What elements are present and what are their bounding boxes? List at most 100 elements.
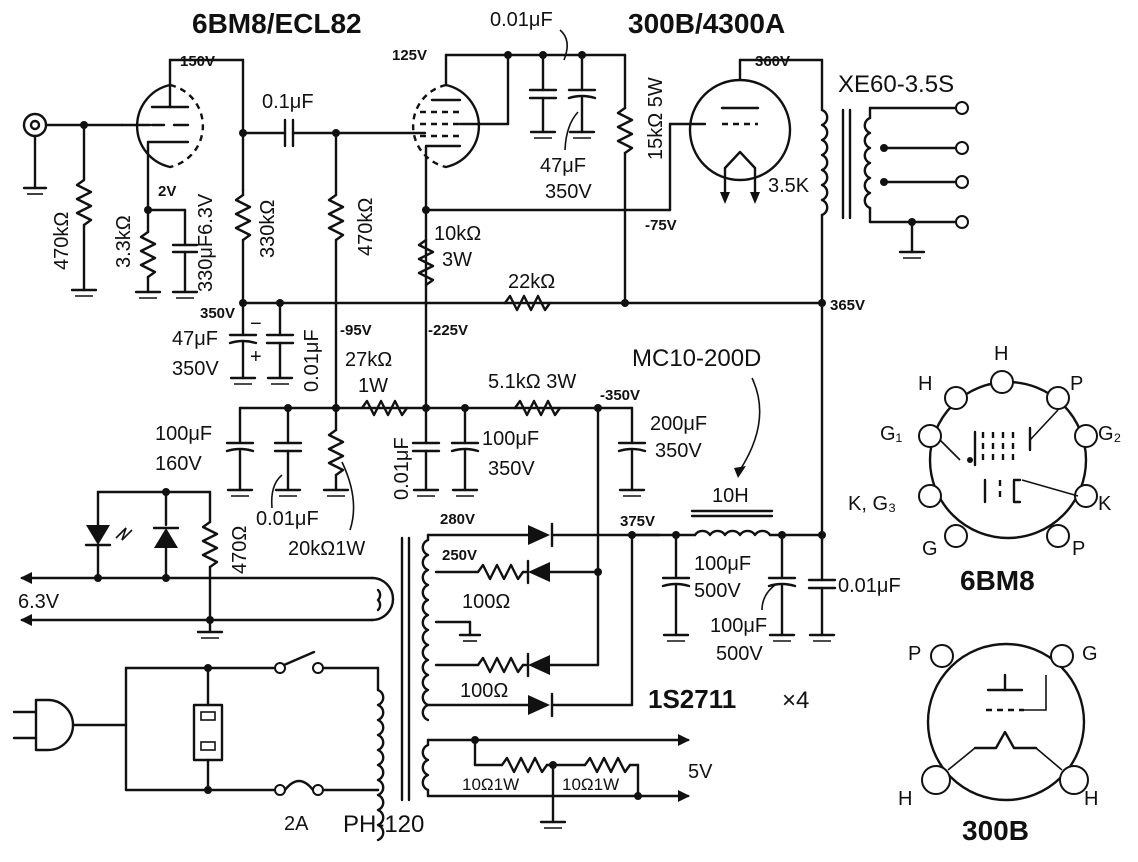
rectifier-diode-2 — [526, 559, 600, 585]
limit-resistor-b-value: 100Ω — [460, 680, 508, 702]
pin-p: P — [908, 643, 921, 665]
decoupling-electrolytic — [228, 301, 258, 385]
bias-cap-100-160-value: 100μF — [155, 423, 212, 445]
output-transformer-label: XE60-3.5S — [838, 71, 954, 98]
pin-k: K — [1098, 493, 1112, 515]
hum-resistor-b — [583, 756, 632, 774]
secondary-voltage-280: 280V — [440, 511, 475, 528]
cathode-capacitor-value: 330μF6.3V — [195, 193, 217, 292]
bias-cap-100-160-voltage: 160V — [155, 453, 202, 475]
bias-supply-voltage: -350V — [600, 387, 640, 404]
coupling-capacitor-value: 0.1μF — [262, 91, 314, 113]
output-triode — [688, 58, 792, 204]
diode-count-label: ×4 — [782, 687, 809, 714]
callout-arrow — [270, 474, 283, 509]
input-resistor-value: 470kΩ — [51, 212, 73, 270]
filter-cap-a-voltage: 500V — [694, 580, 741, 602]
driver-pentode — [411, 53, 481, 307]
filter-cap-c — [807, 533, 837, 642]
cathode-voltage: 2V — [158, 183, 176, 200]
callout-arrow — [559, 29, 568, 61]
bias-resistor-27k-wattage: 1W — [358, 375, 388, 397]
top-electrolytic-voltage: 350V — [545, 181, 592, 203]
junction — [594, 568, 602, 576]
filter-cap-a-value: 100μF — [694, 553, 751, 575]
surge-absorber — [192, 666, 224, 792]
plate-load-resistor — [616, 53, 634, 305]
heater-voltage-label: 6.3V — [18, 591, 60, 613]
bias-resistor-27k — [360, 399, 409, 417]
driver-tube-title: 6BM8/ECL82 — [192, 8, 362, 39]
pin-g2: G₂ — [1098, 423, 1121, 445]
input-jack — [22, 112, 124, 195]
top-capacitor-electrolytic — [567, 53, 597, 139]
pin-g1: G₁ — [880, 423, 903, 445]
diode — [152, 490, 180, 580]
bias-potentiometer-value: 20kΩ1W — [288, 538, 365, 560]
junction — [634, 792, 642, 800]
output-plate-voltage: 360V — [755, 53, 790, 70]
pin-h-left: H — [918, 373, 932, 395]
filter-cap-b-voltage: 500V — [716, 643, 763, 665]
filter-cap-b — [767, 533, 797, 642]
aux-output-voltage: 5V — [688, 761, 713, 783]
rectifier-diode-3 — [526, 652, 600, 678]
grid-bias-voltage: -95V — [340, 322, 372, 339]
pinout-6bm8-title: 6BM8 — [960, 565, 1035, 596]
pin-h-right: H — [1084, 788, 1098, 810]
fuse-rating: 2A — [284, 813, 309, 835]
hum-resistor-b-value: 10Ω1W — [562, 775, 619, 794]
callout-arrow — [564, 111, 579, 151]
hum-resistor-a-value: 10Ω1W — [462, 775, 519, 794]
bias-cap-100-350-value: 100μF — [482, 428, 539, 450]
arrow-head — [678, 790, 690, 802]
bias-potentiometer — [322, 406, 350, 497]
top-capacitor-value: 0.01μF — [490, 9, 553, 31]
rectifier-diode-4 — [528, 692, 634, 718]
grid-resistor — [327, 131, 345, 410]
triode-plate-voltage: 150V — [180, 53, 215, 70]
callout-arrow — [761, 584, 776, 611]
diode-model-label: 1S2711 — [648, 684, 736, 714]
polarity-plus: + — [250, 346, 262, 368]
bias-cap-film-b — [411, 406, 441, 497]
bias-cap-200 — [617, 406, 647, 497]
filter-cap-c-value: 0.01μF — [838, 575, 901, 597]
plate-resistor — [234, 188, 252, 305]
cathode-capacitor — [146, 208, 199, 299]
led — [84, 490, 133, 580]
junction — [818, 299, 826, 307]
choke-value: 10H — [712, 485, 749, 507]
bias-cap-film-a-value: 0.01μF — [256, 508, 319, 530]
rail-voltage-350: 350V — [200, 305, 235, 322]
plate-resistor-value: 330kΩ — [257, 200, 279, 258]
bias-resistor-27k-value: 27kΩ — [345, 349, 392, 371]
pin-k-g3: K, G₃ — [848, 493, 896, 515]
mains-plug — [12, 698, 128, 752]
pinout-6bm8 — [918, 370, 1098, 548]
pin-g: G — [922, 538, 938, 560]
arrow-head — [678, 734, 690, 746]
plate-load-resistor-value: 15kΩ 5W — [645, 77, 667, 160]
heater-lines — [20, 572, 395, 626]
power-switch — [274, 650, 380, 674]
decoupling-film — [265, 301, 295, 385]
bias-cap-film-b-value: 0.01μF — [391, 437, 413, 500]
choke-model-label: MC10-200D — [632, 345, 761, 372]
grid-resistor-value: 470kΩ — [355, 198, 377, 256]
pin-p-top: P — [1070, 373, 1083, 395]
power-transformer — [376, 536, 430, 842]
decoupling-electrolytic-value: 47μF — [172, 328, 218, 350]
filter-cap-b-value: 100μF — [710, 615, 767, 637]
top-capacitor-film — [528, 53, 558, 139]
secondary-voltage-250: 250V — [442, 547, 477, 564]
limit-resistor-a — [476, 563, 530, 581]
bias-resistor-51k — [513, 399, 562, 417]
bias-cap-200-voltage: 350V — [655, 440, 702, 462]
junction — [621, 299, 629, 307]
limit-resistor-a-value: 100Ω — [462, 591, 510, 613]
bias-cap-100-350 — [450, 406, 480, 497]
rectified-voltage: 375V — [620, 513, 655, 530]
callout-arrow — [739, 377, 761, 471]
